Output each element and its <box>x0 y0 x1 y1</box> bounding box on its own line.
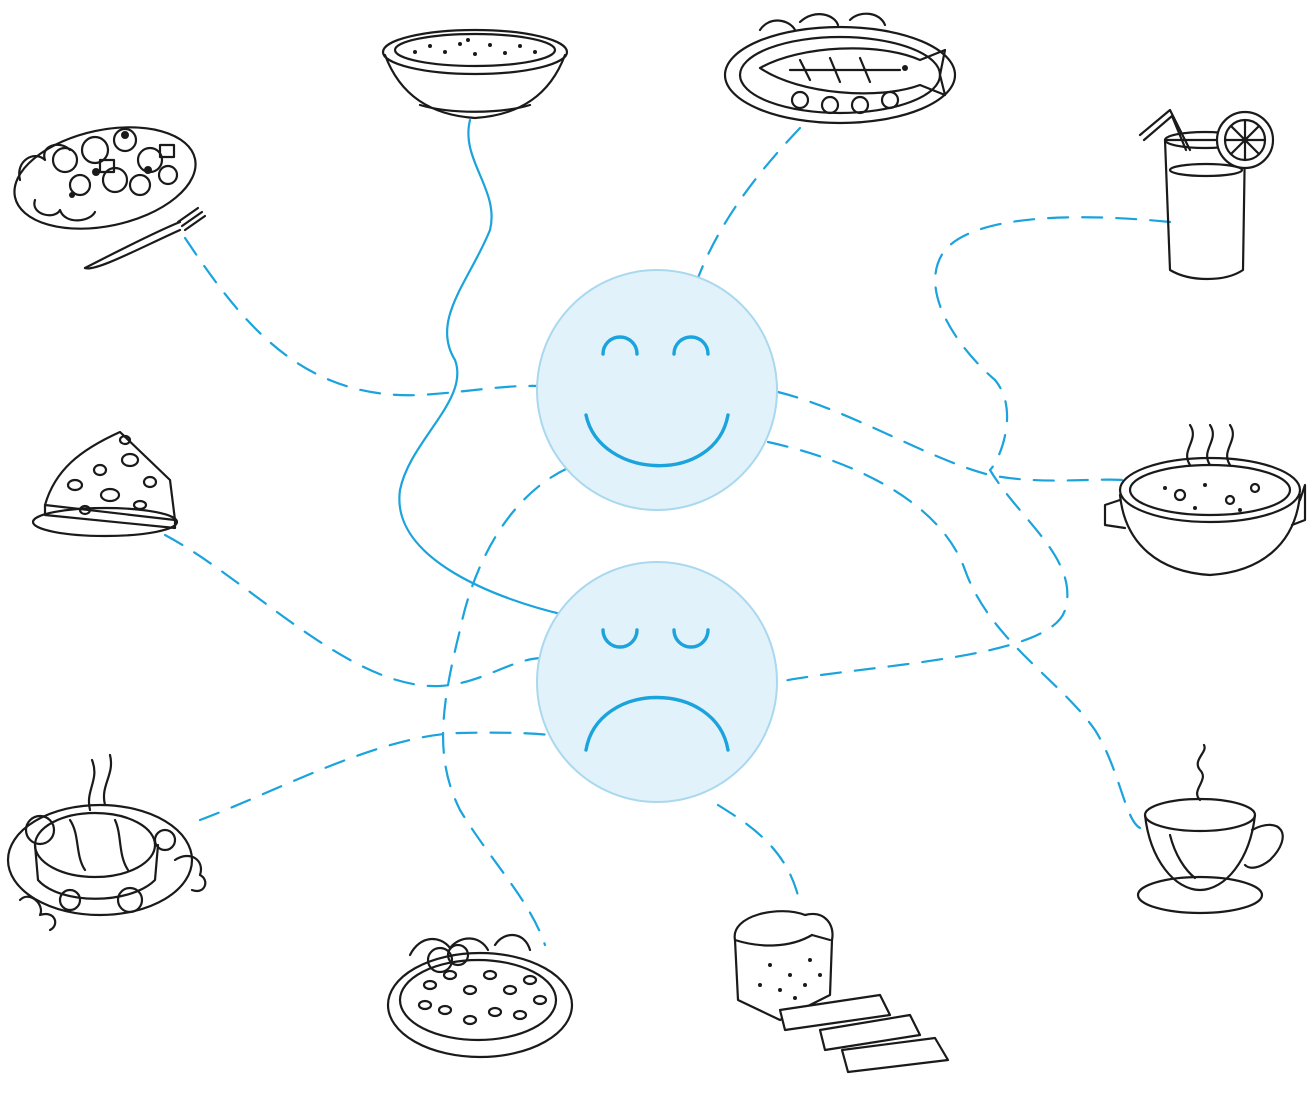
rice-bowl-icon <box>383 30 567 118</box>
juice-glass-icon <box>1140 110 1273 279</box>
connector-juice-sad <box>778 217 1170 682</box>
happy-face-icon <box>537 270 777 510</box>
connector-fish-happy <box>698 128 800 278</box>
connector-cheese-sad <box>165 535 540 686</box>
bread-loaf-icon <box>735 911 948 1072</box>
bean-dish-icon <box>388 935 572 1057</box>
fish-plate-icon <box>725 14 955 123</box>
connector-tea-happy <box>768 442 1140 828</box>
salad-plate-icon <box>5 112 205 269</box>
connector-salad-happy <box>185 238 540 395</box>
connector-soup-happy <box>778 392 1125 481</box>
cheese-wedge-icon <box>33 432 177 536</box>
connector-bread-sad <box>718 805 800 905</box>
sad-face-icon <box>537 562 777 802</box>
tea-cup-icon <box>1138 745 1283 913</box>
connector-meat-sad <box>200 733 550 820</box>
connector-lines <box>165 120 1170 945</box>
meat-plate-icon <box>8 755 205 930</box>
soup-pot-icon <box>1105 425 1305 575</box>
